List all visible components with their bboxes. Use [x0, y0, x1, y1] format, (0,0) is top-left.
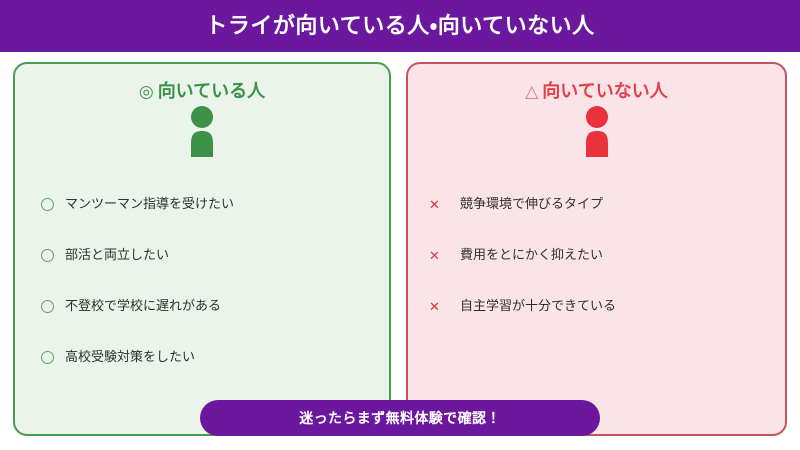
panel-suited-heading: ◎向いている人 [15, 64, 389, 103]
free-trial-cta-button[interactable]: 迷ったらまず無料体験で確認！ [200, 400, 600, 436]
header-bar: トライが向いている人・向いていない人 [0, 0, 800, 52]
cross-marker-icon: ✕ [429, 247, 440, 263]
triangle-icon: △ [525, 82, 539, 101]
person-icon [585, 105, 608, 157]
list-item-label: マンツーマン指導を受けたい [65, 196, 235, 212]
circle-marker-icon [41, 299, 54, 313]
double-circle-icon: ◎ [138, 82, 154, 101]
panel-suited: ◎向いている人 マンツーマン指導を受けたい 部活と両立したい 不登校で学校に遅れ… [13, 62, 391, 436]
list-item: 不登校で学校に遅れがある [41, 281, 389, 332]
list-item: マンツーマン指導を受けたい [41, 179, 389, 230]
panel-not-suited-heading-label: 向いていない人 [542, 81, 668, 101]
list-item: 高校受験対策をしたい [41, 332, 389, 383]
list-item: ✕ 自主学習が十分できている [428, 281, 785, 332]
list-item-label: 不登校で学校に遅れがある [65, 298, 222, 314]
cross-marker-icon: ✕ [429, 298, 440, 314]
list-item-label: 費用をとにかく抑えたい [460, 247, 604, 263]
list-item-label: 競争環境で伸びるタイプ [460, 196, 604, 212]
cross-marker-icon: ✕ [429, 196, 440, 212]
list-item: ✕ 費用をとにかく抑えたい [428, 230, 785, 281]
list-item-label: 高校受験対策をしたい [65, 349, 196, 365]
not-suited-item-list: ✕ 競争環境で伸びるタイプ ✕ 費用をとにかく抑えたい ✕ 自主学習が十分できて… [408, 179, 785, 332]
circle-marker-icon [41, 350, 54, 364]
panel-not-suited: △向いていない人 ✕ 競争環境で伸びるタイプ ✕ 費用をとにかく抑えたい ✕ 自… [406, 62, 787, 436]
panel-suited-heading-label: 向いている人 [157, 81, 266, 101]
list-item: 部活と両立したい [41, 230, 389, 281]
page-title: トライが向いている人・向いていない人 [205, 13, 595, 38]
circle-marker-icon [41, 197, 54, 211]
list-item-label: 自主学習が十分できている [460, 298, 617, 314]
circle-marker-icon [41, 248, 54, 262]
panel-not-suited-heading: △向いていない人 [408, 64, 785, 103]
suited-item-list: マンツーマン指導を受けたい 部活と両立したい 不登校で学校に遅れがある 高校受験… [15, 179, 389, 383]
person-icon [191, 105, 213, 157]
list-item-label: 部活と両立したい [65, 247, 170, 263]
list-item: ✕ 競争環境で伸びるタイプ [428, 179, 785, 230]
